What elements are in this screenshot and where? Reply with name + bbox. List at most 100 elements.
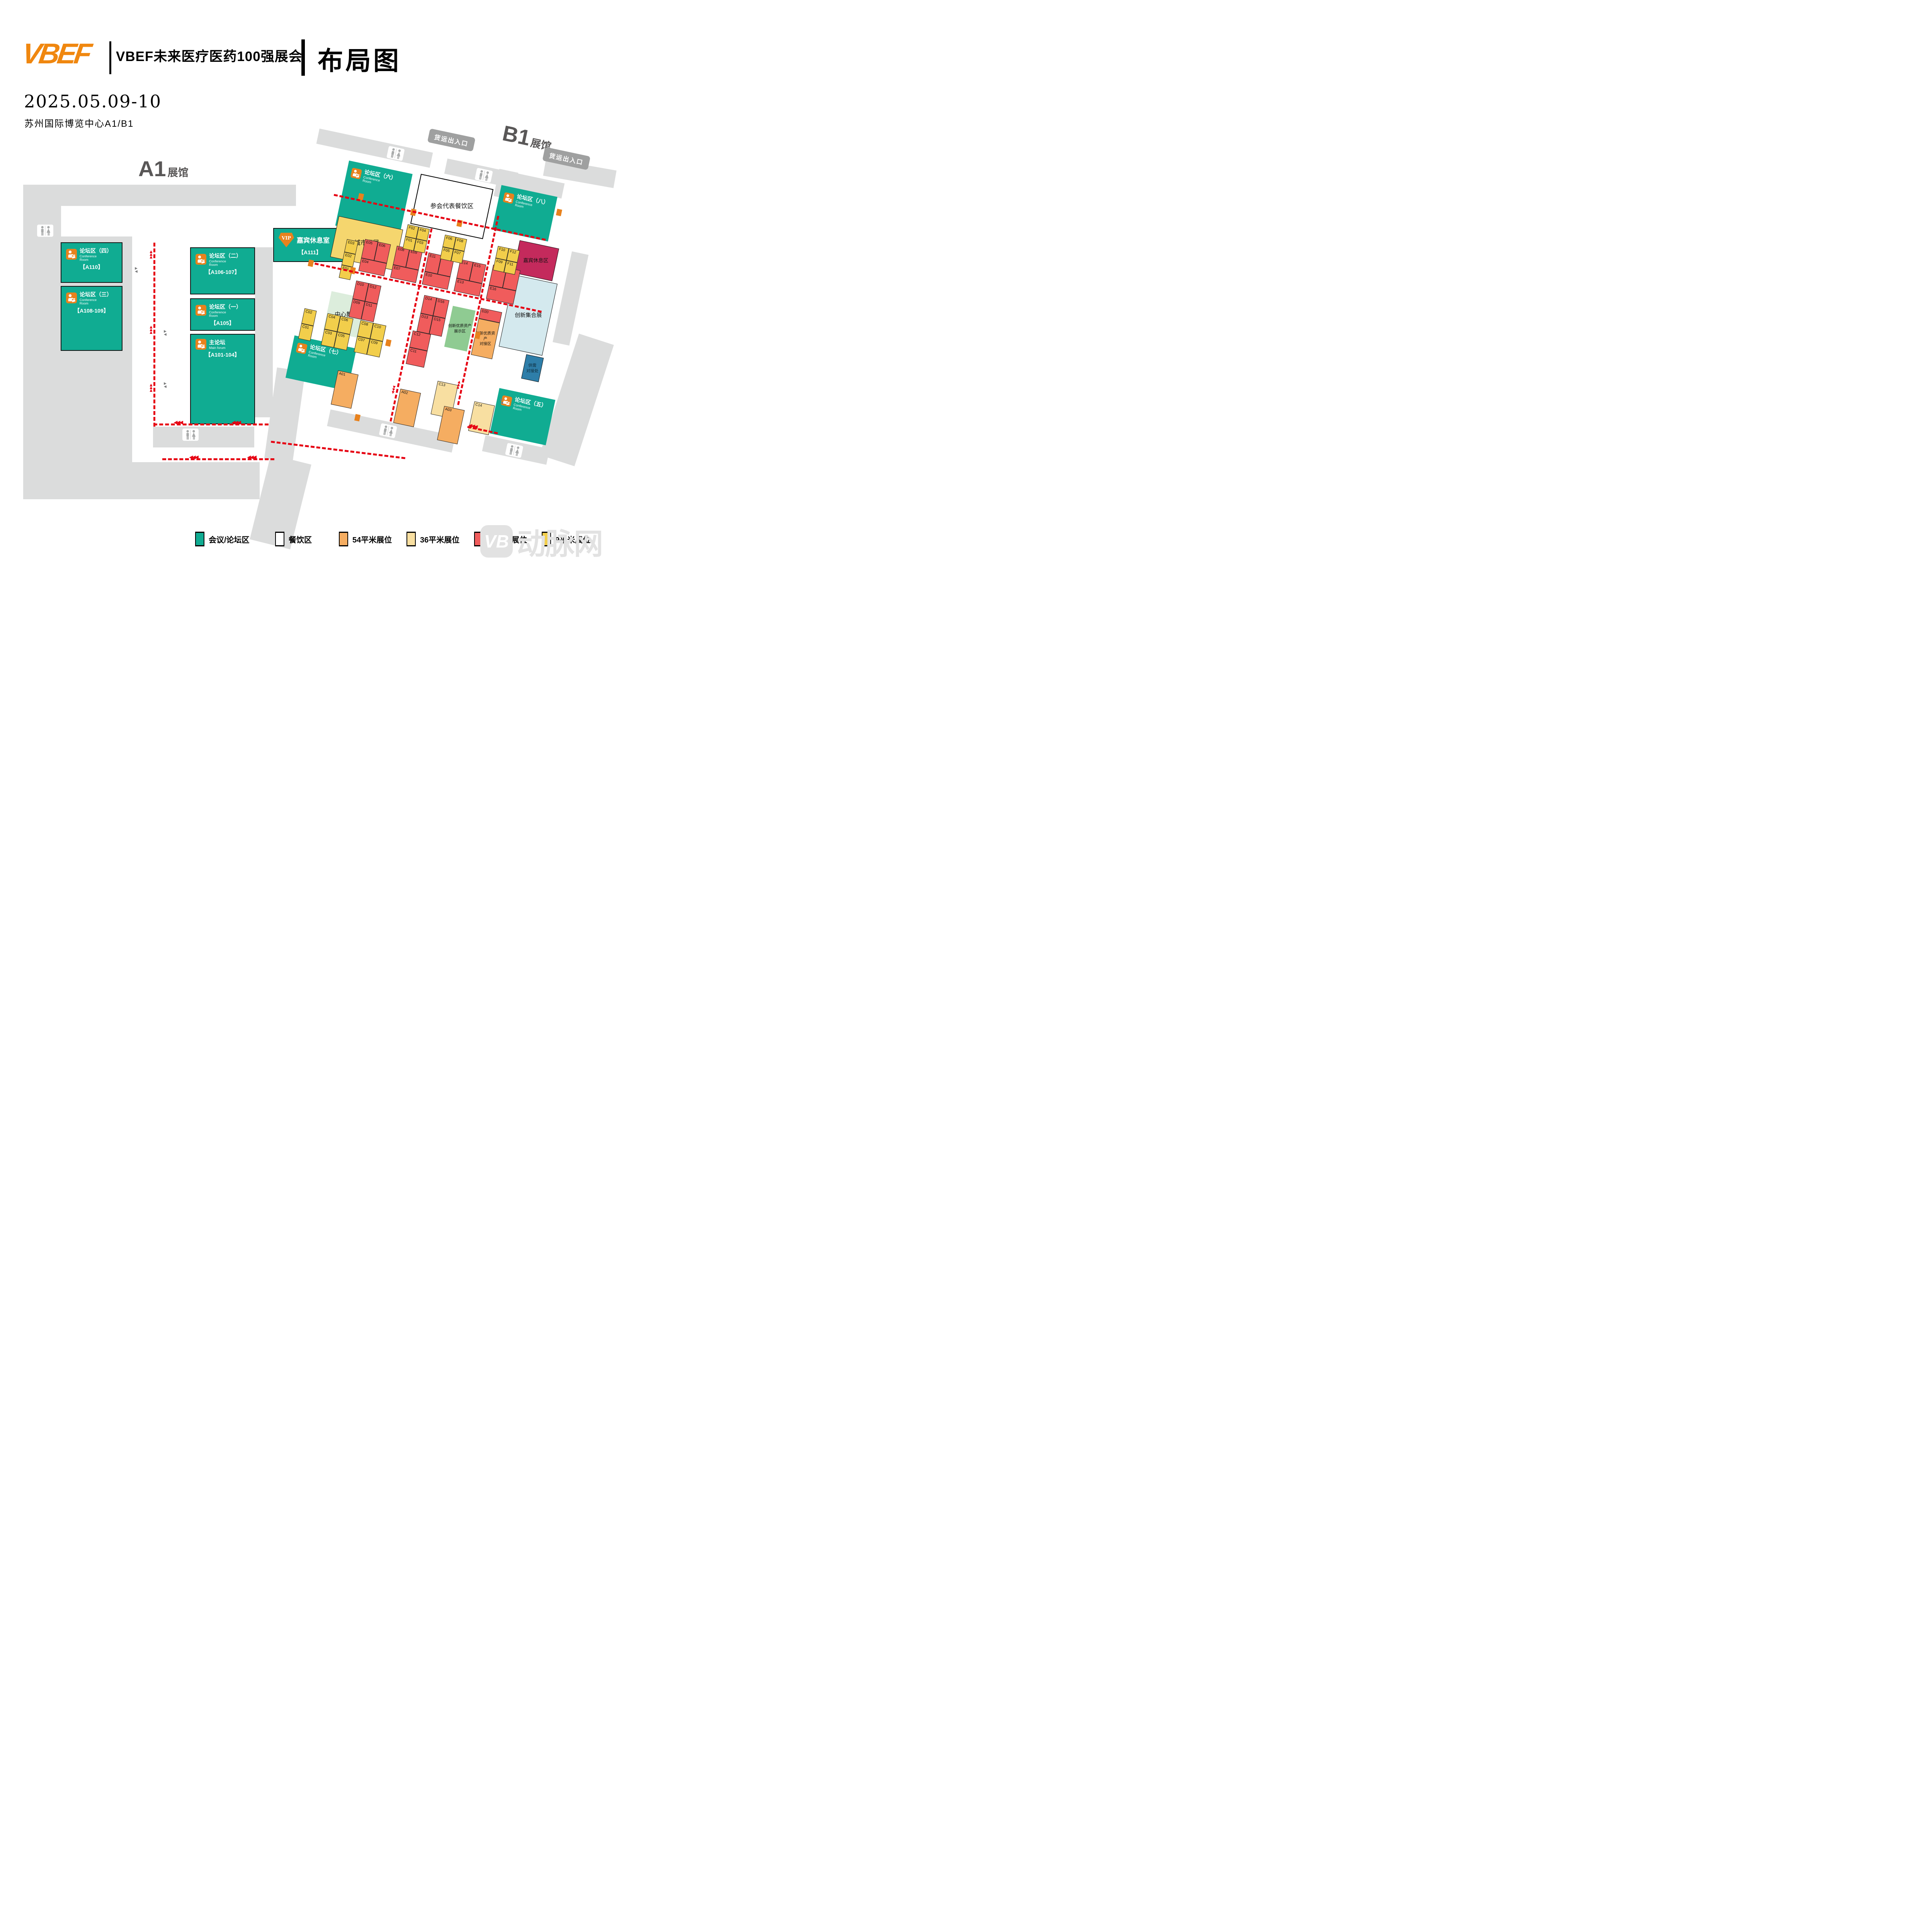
booth-F03[interactable]: F03 [413,239,427,253]
restroom-icon [379,423,397,438]
booth-C09[interactable]: C09 [366,338,383,357]
podium-icon [350,168,362,179]
room-name: 论坛区（三） [80,291,112,298]
restroom [386,145,405,163]
booth-C01[interactable]: C01 [298,323,314,341]
room-code: 【A111】 [298,249,321,255]
booth-C02[interactable]: C02 [301,308,317,326]
podium-icon [296,343,308,354]
room-forum-2[interactable]: 论坛区（二）Conference Room 【A106-107】 [190,247,255,294]
room-name-en: Conference Room [209,310,226,318]
wall [23,206,61,462]
room-forum-6[interactable]: 论坛区（六）Conference Room [335,160,413,239]
restroom [37,224,53,239]
route-arrow-icon: ◀◀◀ [232,420,241,425]
room-code: 【A106-107】 [205,269,240,275]
room-forum-1[interactable]: 论坛区（一）Conference Room【A105】 [190,298,255,331]
legend-label: 54平米展位 [352,536,392,544]
door-arrows-icon: ▶◀ [164,381,167,388]
route-arrow-icon: ◀◀◀ [174,420,183,425]
podium-icon [196,305,206,316]
room-code: 【A110】 [80,264,104,270]
room-name-en: Conference Room [80,254,97,262]
room-name-en: Conference Room [80,298,97,306]
legend-item-dining: 餐饮区 [275,532,312,546]
podium-icon [66,249,77,260]
legend-swatch [195,532,204,546]
legend-item-booth-9: 9平米展位 [542,532,590,546]
booth-C10[interactable]: C10 [370,323,386,342]
wall [316,128,433,168]
vb-watermark-icon: VB [480,525,513,558]
room-forum-3[interactable]: 论坛区（三）Conference Room【A108-109】 [61,286,122,351]
title-divider [109,41,111,74]
room-name: 论坛区（一） [209,304,242,310]
room-forum-8[interactable]: 论坛区（八）Conference Room [492,185,558,242]
legend-swatch [406,532,416,546]
page-title: 布局图 [318,46,401,75]
legend-swatch [275,532,284,546]
podium-icon [503,192,514,204]
area-label: 嘉宾休息区 [523,257,549,264]
room-name: 论坛区（二） [209,253,242,259]
room-forum-4[interactable]: 论坛区（四）Conference Room 【A110】 [61,242,122,283]
orange-marker-icon [556,209,562,216]
podium-icon [196,254,206,265]
room-name-en: Conference Room [209,259,226,267]
door-arrows-icon: ▶◀ [500,398,503,405]
legend-label: 会议/论坛区 [209,536,250,544]
restroom-icon [475,168,493,183]
orange-marker-icon [385,339,392,347]
podium-icon [66,293,77,304]
title-divider-2 [301,39,305,76]
area-guest-lounge[interactable]: 嘉宾休息区 [513,240,559,281]
orange-marker-icon [308,259,314,267]
area-label: 创新优质资产展示区 [448,324,472,333]
booth-A02[interactable]: A02 [393,389,421,427]
legend-label: 餐饮区 [289,536,312,544]
room-forum-7[interactable]: 论坛区（七）Conference Room [285,335,357,391]
restroom [378,423,397,441]
event-date: 2025.05.09-10 [24,91,162,112]
route-arrow-icon: ▲▲▲ [149,382,153,393]
legend-label: 36平米展位 [420,536,460,544]
room-name: 论坛区（四） [80,248,112,254]
route-dashed-line [153,243,155,427]
restroom-icon [37,224,53,237]
wall [553,251,589,346]
area-supply-demand[interactable]: 供需对接处 [521,354,544,382]
room-name: 嘉宾休息室 [297,236,330,244]
restroom-icon [386,146,405,161]
booth-C11[interactable]: C11 [406,347,428,368]
route-arrow-icon: ◀◀◀ [189,454,199,460]
area-label: 参会代表餐饮区 [430,203,474,210]
legend-label: 9平米展位 [555,536,591,544]
restroom [474,167,493,185]
restroom-icon [505,443,523,458]
route-arrow-icon: ▲▲▲ [149,249,153,260]
vbef-logo: VBEF [20,37,92,70]
route-arrow-icon: ◀◀◀ [247,454,257,460]
wall [23,462,260,499]
room-code: 【A101-104】 [205,352,240,358]
wall [23,185,296,206]
watermark-text: 动脉网 [517,528,603,561]
route-arrow-icon: ▲▲▲ [149,324,153,335]
wall [255,247,273,417]
room-forum-5[interactable]: 论坛区（五）Conference Room [490,388,556,446]
podium-icon [501,395,512,407]
event-venue: 苏州国际博览中心A1/B1 [24,119,134,129]
room-name: 主论坛 [209,339,225,345]
area-label: 供需对接处 [526,363,539,373]
legend-item-booth-54: 54平米展位 [339,532,392,546]
route-dashed-line [153,423,269,425]
legend-item-conference: 会议/论坛区 [195,532,250,546]
legend-swatch [542,532,551,546]
restroom [182,428,199,443]
podium-icon [196,338,206,350]
legend-swatch [339,532,348,546]
wall [153,427,254,447]
